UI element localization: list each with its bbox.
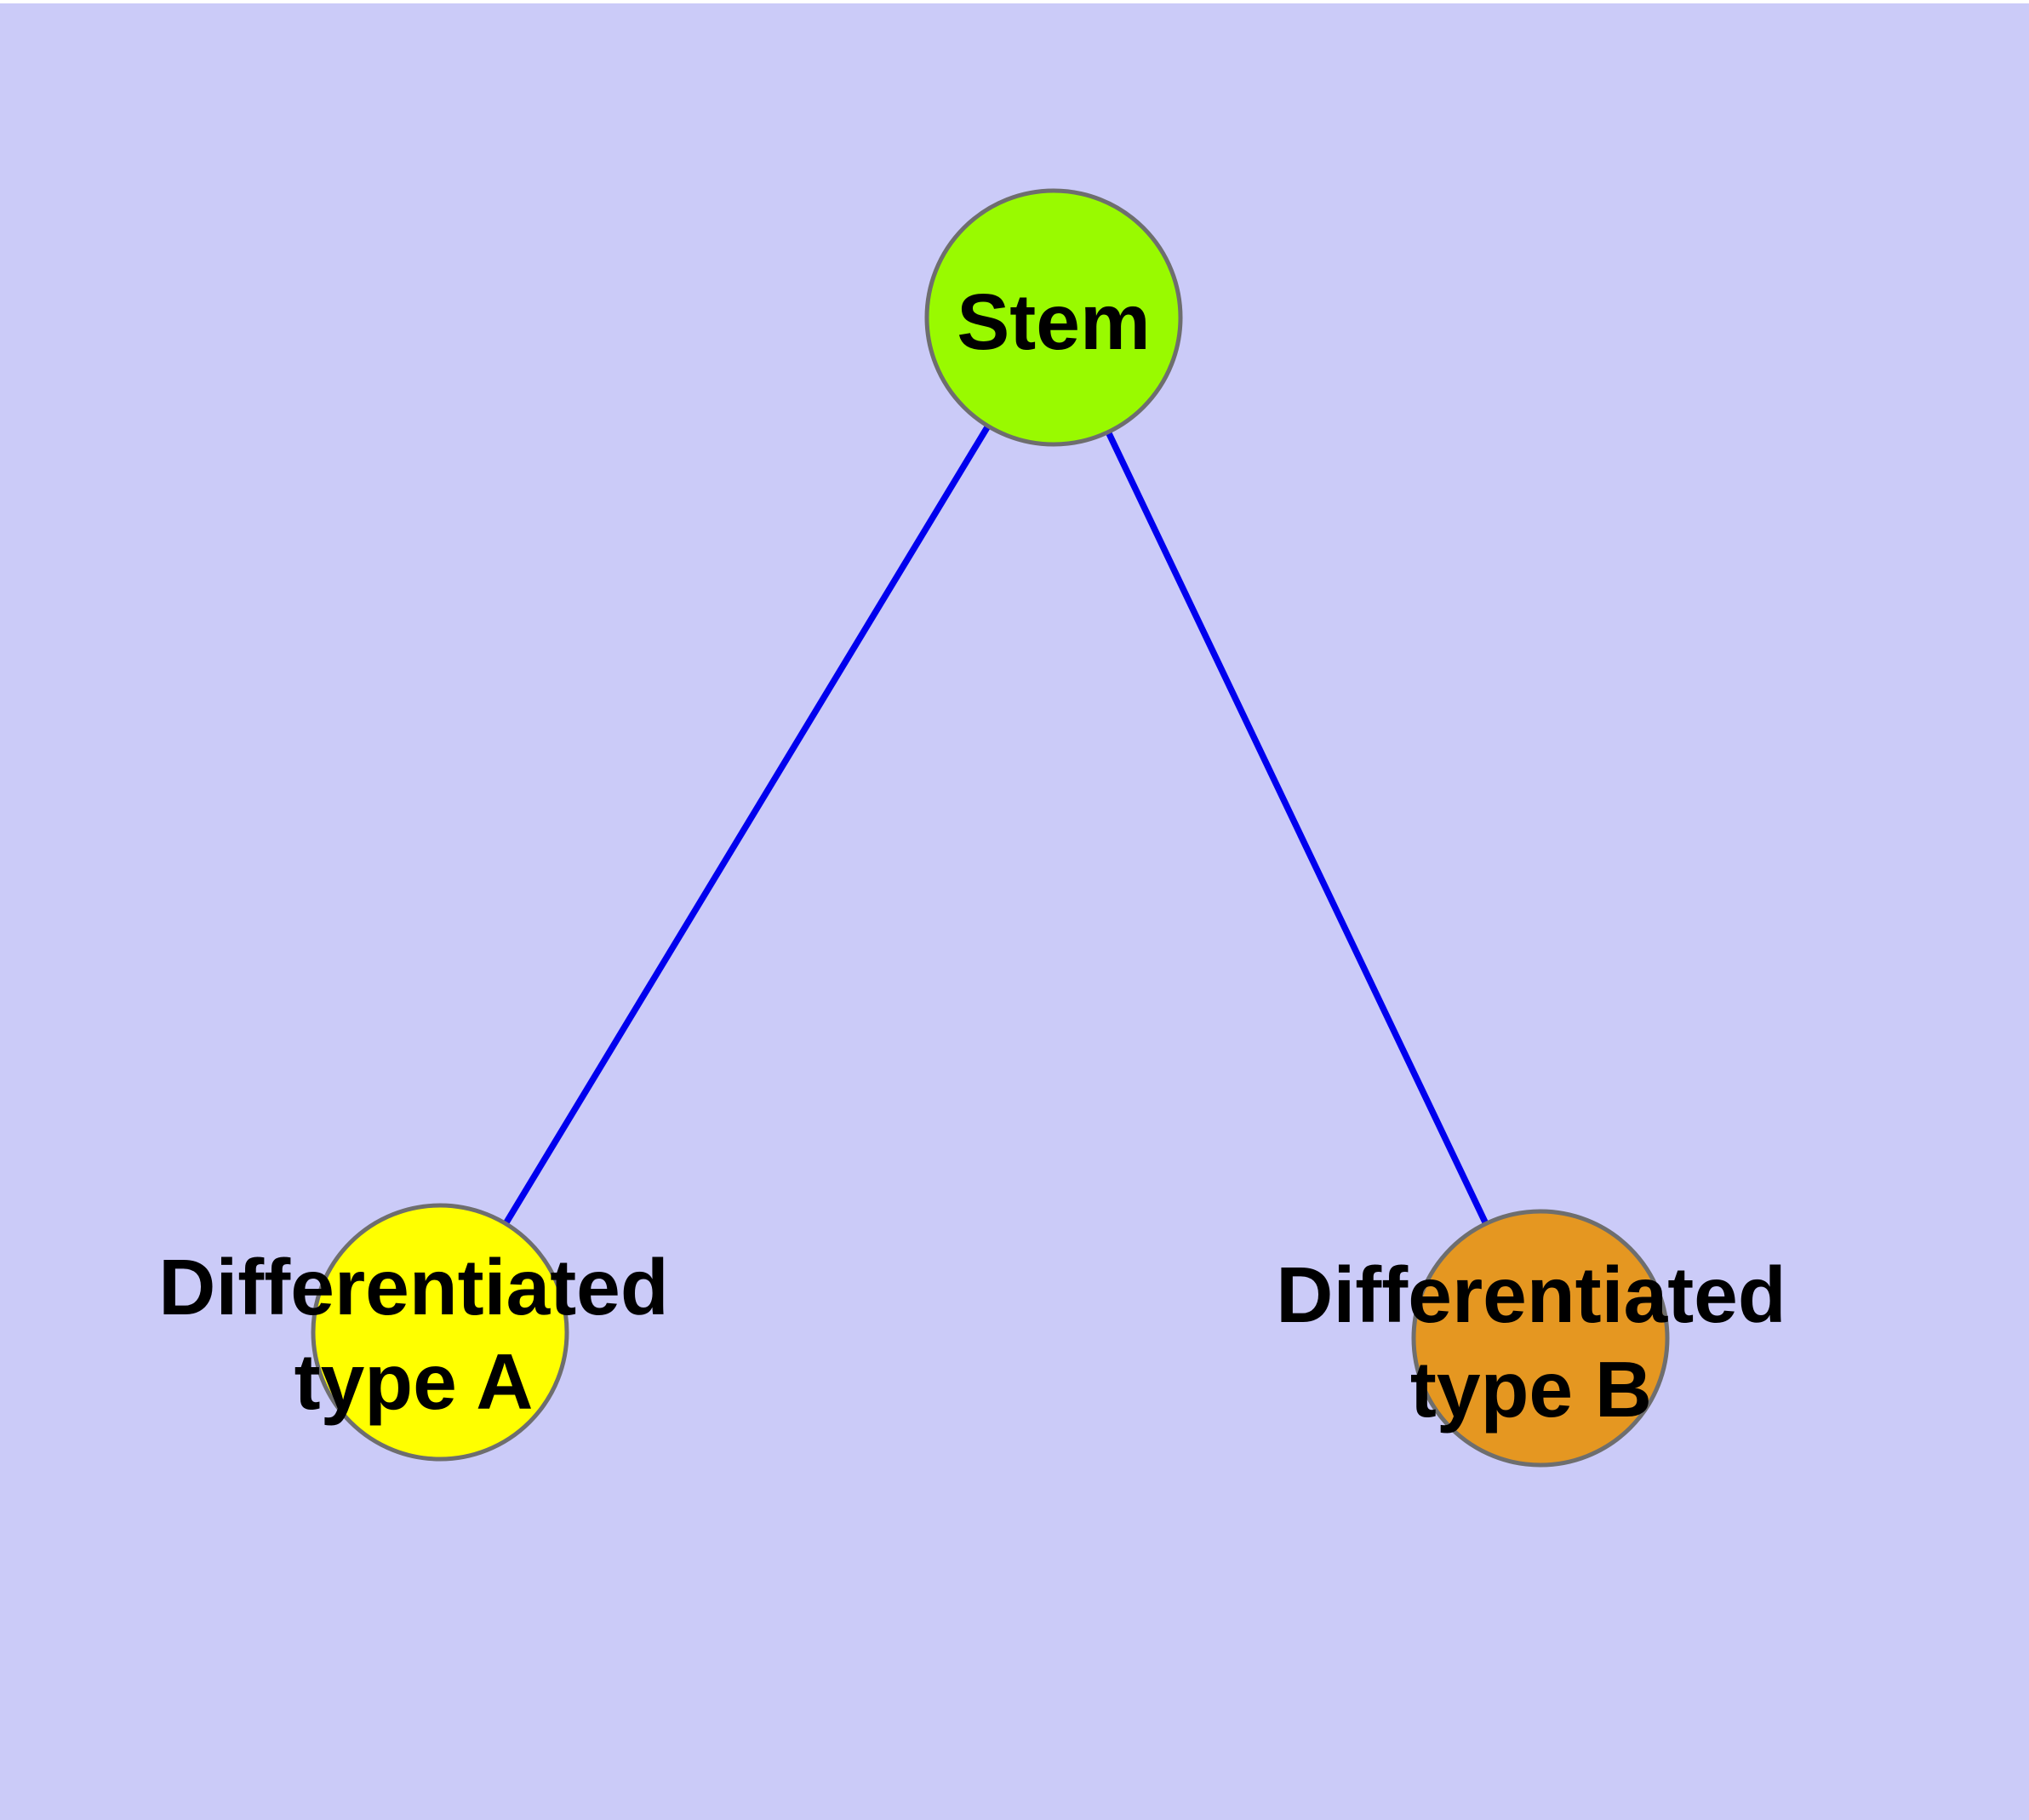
node-stem: Stem	[924, 188, 1183, 447]
node-stem-label: Stem	[957, 278, 1150, 366]
edge-stem-to-type-a	[437, 316, 1057, 1334]
node-type-a-label-line1: Differentiated	[158, 1243, 668, 1331]
node-type-b-label-line1: Differentiated	[1276, 1251, 1786, 1339]
node-type-a-circle	[311, 1203, 569, 1462]
node-stem-circle	[924, 188, 1183, 447]
node-type-b-label-line2: type B	[1410, 1345, 1652, 1434]
node-type-b: Differentiated type B	[1276, 1209, 1786, 1468]
node-type-a-label-line2: type A	[294, 1337, 534, 1426]
edge-layer	[437, 316, 1544, 1340]
node-type-a: Differentiated type A	[158, 1203, 669, 1462]
node-type-b-circle	[1411, 1209, 1670, 1468]
edge-stem-to-type-b	[1050, 316, 1544, 1340]
